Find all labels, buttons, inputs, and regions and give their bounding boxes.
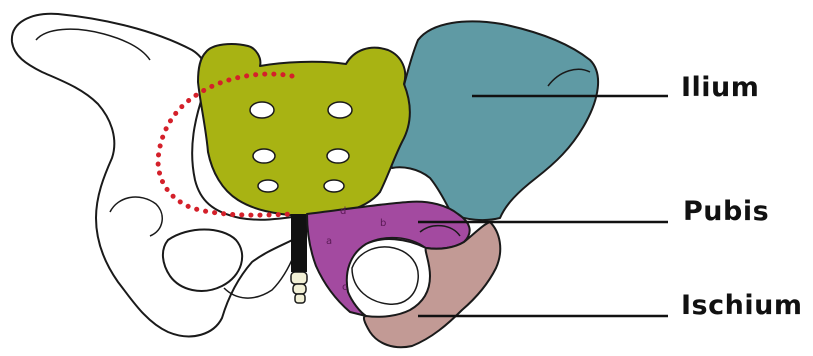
ischium-label: Ischium: [681, 290, 802, 321]
obturator-foramen: [352, 247, 418, 304]
sacral-foramen: [253, 149, 275, 163]
left-obturator-foramen: [163, 230, 242, 291]
sacral-foramen: [258, 180, 278, 192]
sacral-foramen: [324, 180, 344, 192]
sacrum-region: [198, 44, 410, 216]
pubis-label: Pubis: [683, 196, 769, 227]
sacral-foramen: [250, 102, 274, 118]
marker-c: c: [342, 282, 348, 293]
marker-a: a: [326, 236, 332, 247]
ilium-region: [389, 21, 599, 220]
pubic-symphysis: [291, 214, 307, 272]
sacrum: [198, 44, 410, 216]
ilium-label: Ilium: [681, 72, 759, 103]
marker-d: d: [340, 206, 346, 217]
coccyx: [291, 272, 307, 303]
marker-b: b: [380, 218, 386, 229]
sacral-foramen: [328, 102, 352, 118]
sacral-foramen: [327, 149, 349, 163]
